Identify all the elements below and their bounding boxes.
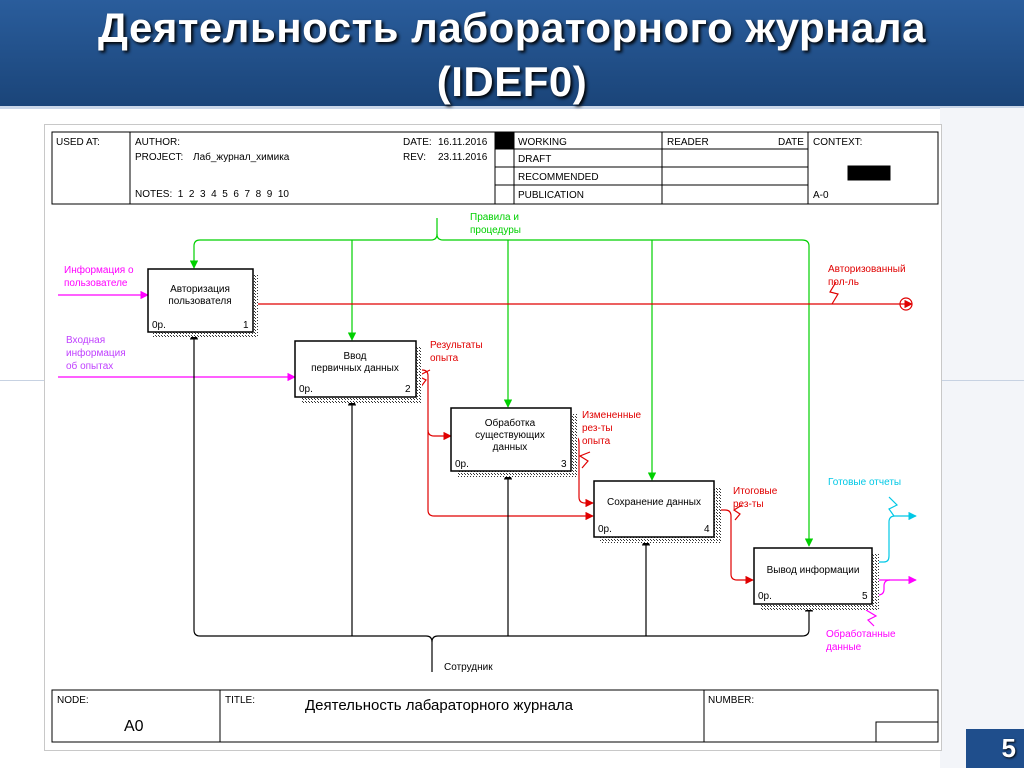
processed-output-arrow (865, 575, 917, 627)
reader-label: READER (667, 137, 709, 148)
control-label: Правила и процедуры (470, 212, 521, 236)
date-value: 16.11.2016 (438, 137, 488, 148)
svg-text:Сохранение данных: Сохранение данных (607, 497, 701, 508)
input-user-label: Информация о пользователе (64, 264, 134, 289)
title-label: TITLE: (225, 695, 255, 706)
svg-text:информация: информация (66, 347, 126, 359)
slide-header (0, 0, 1024, 108)
svg-text:Обработка: Обработка (485, 417, 536, 429)
status-publication: PUBLICATION (518, 190, 584, 201)
svg-text:существующих: существующих (475, 430, 545, 441)
svg-text:2: 2 (405, 384, 411, 395)
used-at-label: USED AT: (56, 137, 100, 148)
svg-text:Итоговые: Итоговые (733, 486, 778, 497)
input-exp-label: Входная информация об опытах (66, 335, 126, 372)
report-output-arrow (872, 496, 917, 563)
svg-text:5: 5 (862, 591, 868, 602)
svg-text:рез-ты: рез-ты (733, 499, 764, 510)
input-arrows (58, 290, 296, 382)
svg-text:рез-ты: рез-ты (582, 423, 613, 434)
svg-text:Информация о: Информация о (64, 264, 134, 276)
activity-box-2: Ввод первичных данных 0р. 2 (294, 340, 422, 403)
svg-text:данные: данные (826, 642, 862, 653)
svg-text:Обработанные: Обработанные (826, 628, 896, 640)
slide-title: Деятельность лабораторного журнала (98, 4, 926, 51)
diagram-title: Деятельность лабараторного журнала (305, 697, 574, 714)
svg-text:данных: данных (493, 442, 528, 453)
node-label: NODE: (57, 695, 89, 706)
svg-text:об опытах: об опытах (66, 360, 113, 372)
node-value: A0 (124, 718, 144, 735)
out-reports-label: Готовые отчеты (828, 477, 901, 488)
svg-text:0р.: 0р. (455, 459, 469, 470)
rev-label: REV: (403, 152, 426, 163)
context-node: A-0 (813, 190, 829, 201)
author-label: AUTHOR: (135, 137, 180, 148)
svg-text:Измененные: Измененные (582, 410, 642, 421)
svg-text:пользователе: пользователе (64, 278, 128, 289)
svg-text:процедуры: процедуры (470, 225, 521, 236)
slide-subtitle: (IDEF0) (436, 58, 588, 105)
slide-background-panel (940, 108, 1024, 768)
out-final-label: Итоговые рез-ты (733, 486, 778, 510)
svg-text:0р.: 0р. (152, 320, 166, 331)
date-label: DATE: (403, 137, 432, 148)
number-label: NUMBER: (708, 695, 754, 706)
activity-box-3: Обработка существующих данных 0р. 3 (450, 407, 578, 477)
status-working: WORKING (518, 137, 567, 148)
svg-text:Ввод: Ввод (343, 351, 366, 362)
svg-text:пол-ль: пол-ль (828, 277, 859, 288)
svg-text:0р.: 0р. (598, 524, 612, 535)
context-label: CONTEXT: (813, 137, 862, 148)
out-auth-label: Авторизованный пол-ль (828, 264, 906, 288)
svg-text:4: 4 (704, 524, 710, 535)
svg-text:первичных данных: первичных данных (311, 363, 399, 374)
activity-box-4: Сохранение данных 0р. 4 (593, 480, 721, 543)
reader-date-label: DATE (778, 137, 804, 148)
out-results-label: Результаты опыта (430, 340, 483, 364)
svg-text:Результаты: Результаты (430, 340, 483, 351)
svg-text:Входная: Входная (66, 335, 105, 346)
svg-text:3: 3 (561, 459, 567, 470)
page-number: 5 (966, 729, 1024, 768)
out-changed-label: Измененные рез-ты опыта (582, 410, 642, 447)
activity-box-1: Авторизация пользователя 0р. 1 (147, 268, 258, 337)
project-label: PROJECT: (135, 152, 183, 163)
header-divider (0, 106, 1024, 109)
mechanism-label: Сотрудник (444, 662, 493, 673)
notes-label: NOTES: 1 2 3 4 5 6 7 8 9 10 (135, 189, 289, 200)
svg-text:0р.: 0р. (758, 591, 772, 602)
footer-table (51, 689, 939, 743)
header-table (51, 131, 939, 205)
svg-text:Вывод информации: Вывод информации (767, 564, 860, 576)
svg-text:1: 1 (243, 320, 249, 331)
svg-text:Правила и: Правила и (470, 212, 519, 223)
svg-text:0р.: 0р. (299, 384, 313, 395)
out-processed-label: Обработанные данные (826, 628, 896, 653)
rev-value: 23.11.2016 (438, 152, 488, 163)
project-value: Лаб_журнал_химика (193, 151, 290, 163)
svg-text:Авторизация: Авторизация (170, 284, 230, 295)
svg-text:опыта: опыта (430, 353, 459, 364)
status-draft: DRAFT (518, 154, 551, 165)
activity-box-5: Вывод информации 0р. 5 (753, 547, 879, 610)
control-arrows (189, 218, 814, 547)
status-recommended: RECOMMENDED (518, 172, 599, 183)
svg-text:пользователя: пользователя (168, 296, 231, 307)
svg-text:опыта: опыта (582, 436, 611, 447)
svg-text:Авторизованный: Авторизованный (828, 264, 906, 275)
mechanism-arrows (189, 331, 814, 672)
